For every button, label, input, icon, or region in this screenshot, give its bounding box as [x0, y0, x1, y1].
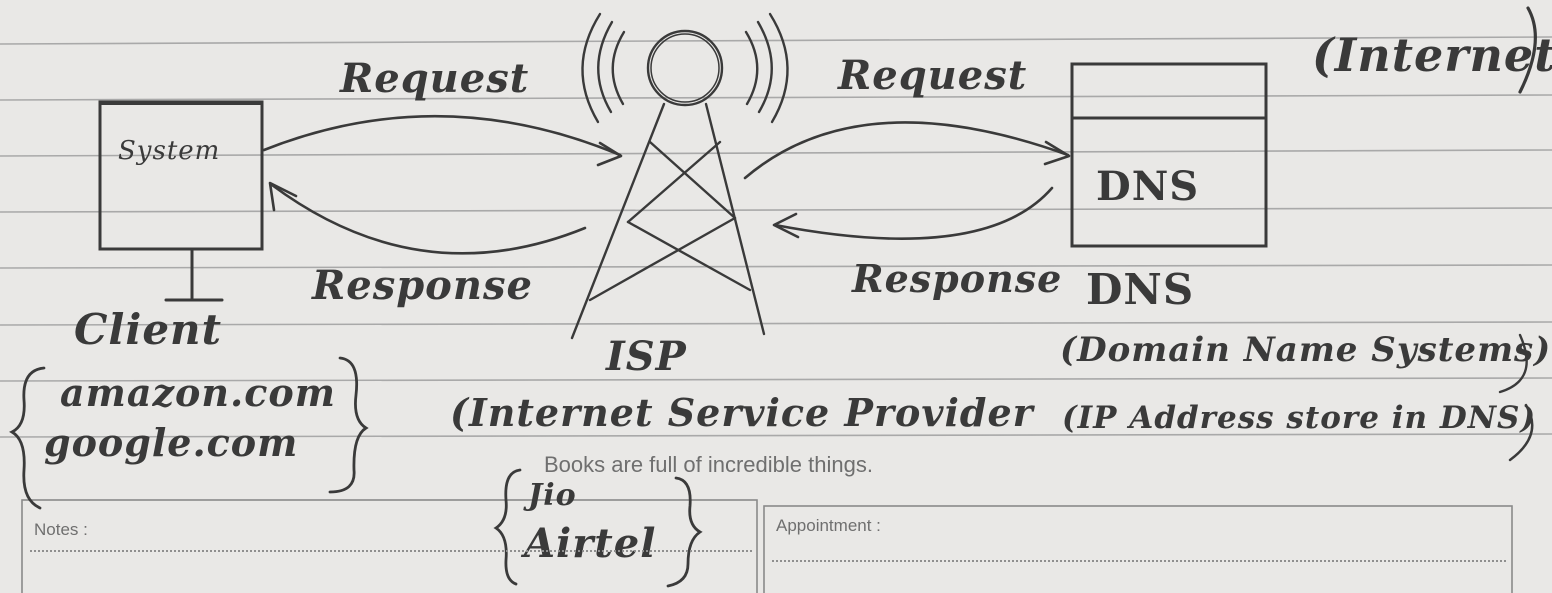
notes-dotted-line [30, 550, 752, 552]
response-label-right: Response [852, 256, 1063, 301]
isp-example-airtel: Airtel [524, 520, 657, 567]
request-arrow-left [262, 114, 622, 157]
client-caption: Client [74, 305, 222, 354]
arrows [262, 114, 1071, 255]
internet-paren-right [1518, 6, 1537, 94]
isp-label: ISP [606, 333, 687, 380]
right-brace-isp [666, 476, 703, 588]
response-label-left: Response [312, 262, 533, 309]
request-arrow-right [743, 121, 1070, 180]
dns-full-name: (Domain Name Systems) [1060, 330, 1552, 370]
braces [9, 6, 1537, 588]
notebook-tagline: Books are full of incredible things. [544, 452, 873, 477]
form-boxes [21, 499, 1513, 593]
dns-caption: DNS [1086, 265, 1195, 314]
client-monitor [98, 100, 264, 302]
request-label-right: Request [838, 52, 1028, 99]
isp-tower [570, 12, 789, 340]
internet-note: (Internet) [1312, 28, 1552, 82]
response-arrow-left [270, 183, 587, 255]
site-amazon: amazon.com [60, 370, 336, 415]
notes-label: Notes : [34, 520, 88, 539]
request-label-left: Request [340, 55, 530, 102]
client-box-label: System [118, 136, 221, 166]
dns-box-label: DNS [1096, 163, 1200, 210]
right-brace-sites [328, 356, 369, 494]
ruled-lines [0, 36, 1552, 438]
left-brace-sites [9, 366, 46, 510]
dns-note: (IP Address store in DNS) [1062, 400, 1537, 436]
appointment-dotted-line [772, 560, 1506, 562]
response-arrow-right [773, 186, 1054, 240]
site-google: google.com [44, 420, 299, 465]
left-brace-isp [493, 468, 522, 586]
dns-paren-right [1498, 333, 1528, 394]
dns-server-box [1070, 62, 1268, 248]
isp-example-jio: Jio [528, 478, 577, 513]
dns-paren-right-2 [1508, 403, 1534, 462]
appointment-label: Appointment : [776, 516, 881, 535]
isp-full-name: (Internet Service Provider [450, 390, 1034, 435]
